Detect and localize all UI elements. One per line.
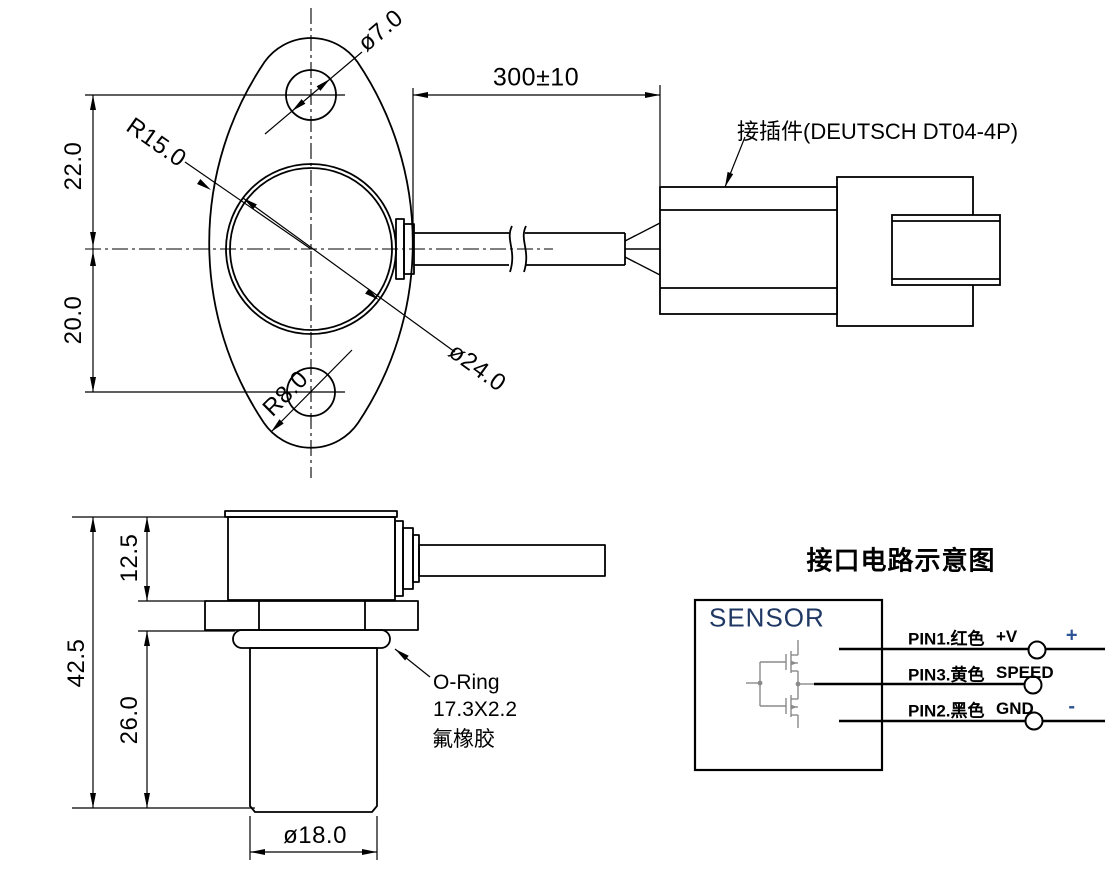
connector-shell [659,186,838,315]
pin2-signal: GND [996,699,1034,718]
o-ring [232,629,391,649]
pin-terminal-circles [1023,640,1047,731]
pin3-signal: SPEED [996,663,1054,682]
oring-note-line1: O-Ring [433,671,500,694]
dimension-arrowheads [90,79,734,855]
pin2-terminal: - [1068,695,1076,718]
mosfet-pair [746,640,814,728]
oring-note-line2: 17.3X2.2 [433,698,518,721]
pin1-signal: +V [996,627,1018,646]
pin2-label: PIN2.黑色 [908,701,985,721]
wire-fan [624,222,661,276]
centerlines [85,8,553,478]
dim-total-height: 42.5 [63,638,90,688]
oring-note-line3: 氟橡胶 [432,728,495,751]
front-view-outline [208,37,661,449]
circuit-diagram [693,598,1105,772]
connector-label: 接插件(DEUTSCH DT04-4P) [737,119,1019,144]
center-boss-inner [229,167,393,331]
pin1-terminal: + [1065,624,1079,647]
mosfet-dots-arrows [757,660,801,710]
dimension-lines [72,51,746,860]
hex-flange [204,600,419,631]
terminal-circle-v [1027,640,1047,660]
side-cable [418,544,606,577]
sensor-label: SENSOR [709,602,825,633]
pin1-label: PIN1.红色 [908,629,985,649]
connector-body [659,176,1001,327]
cable-break-mark [508,225,514,273]
dim-thread-length: 26.0 [116,695,143,745]
pin3-label: PIN3.黄色 [908,665,985,685]
dim-tip-diameter: ø18.0 [283,822,347,849]
dim-cable-length: 300±10 [492,63,580,92]
terminal-circle-gnd [1024,711,1044,731]
terminal-circle-speed [1023,675,1043,695]
head-body [227,516,396,601]
dim-hole-to-center: 22.0 [60,141,87,191]
connector-plug-nose [891,214,1001,286]
side-view-outline [204,510,606,813]
pin-wires [814,647,1105,723]
circuit-title: 接口电路示意图 [806,545,996,576]
dim-center-to-hole: 20.0 [60,295,87,345]
threaded-tip [249,647,378,813]
flange-outline [208,37,414,449]
dim-head-height: 12.5 [116,533,143,583]
